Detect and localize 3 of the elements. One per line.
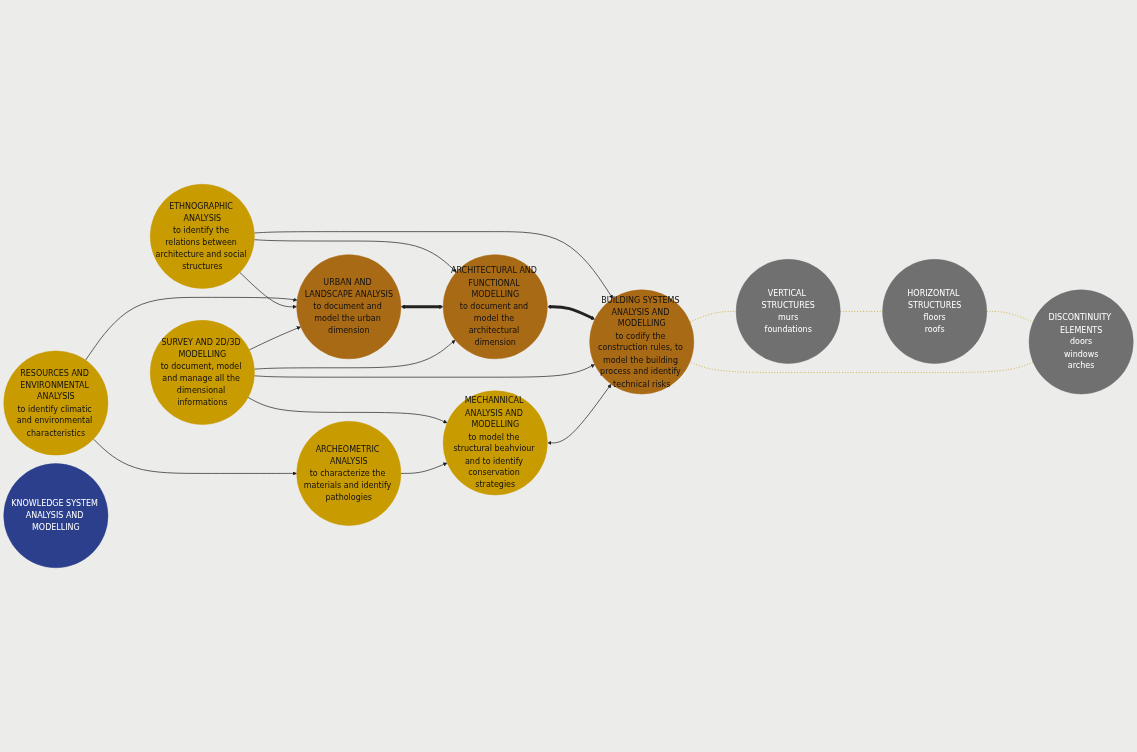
connector: [689, 361, 1034, 373]
arrow: [400, 304, 444, 309]
arrow: [547, 304, 595, 320]
